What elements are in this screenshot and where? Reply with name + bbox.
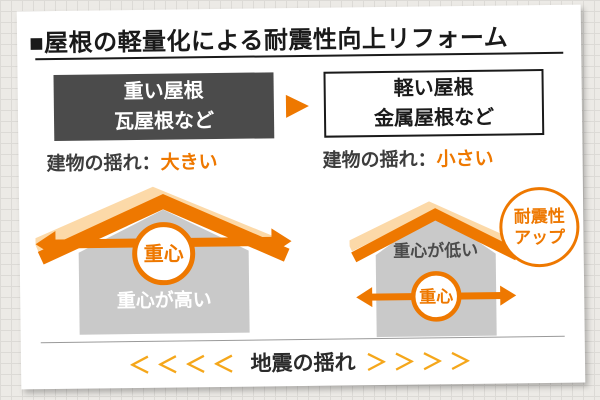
heavy-house-illustration: 重心 重心が高い: [34, 186, 292, 335]
light-shake-value: 小さい: [436, 148, 494, 171]
light-gravity-note: 重心が低い: [393, 240, 478, 261]
light-roof-shadow-shape: [349, 201, 514, 252]
heavy-gravity-circle: [132, 222, 196, 286]
page-title: ■屋根の軽量化による耐震性向上リフォーム: [28, 24, 509, 58]
heavy-shake-text: 建物の揺れ：大きい: [46, 147, 217, 176]
light-house-illustration: 重心が低い 重心: [349, 201, 521, 338]
light-roof-line2: 金属屋根など: [373, 106, 495, 131]
quake-resistance-up-badge: 耐震性 アップ: [498, 186, 580, 268]
right-chevrons: ＞＞＞＞: [365, 348, 478, 376]
light-shake-text: 建物の揺れ：小さい: [322, 144, 493, 173]
heavy-shake-value: 大きい: [160, 152, 218, 174]
light-gravity-label: 重心: [419, 286, 453, 306]
earthquake-shake-row: ＜＜＜＜ 地震の揺れ ＞＞＞＞: [21, 342, 585, 383]
badge-line2: アップ: [513, 227, 566, 248]
light-roof-line1: 軽い屋根: [393, 76, 474, 100]
light-roof-label-box: 軽い屋根 金属屋根など: [323, 69, 545, 138]
heavy-shake-label: 建物の揺れ：: [46, 152, 161, 176]
heavy-gravity-label: 重心: [144, 242, 184, 265]
light-gravity-circle: [410, 271, 462, 322]
infographic-card: ■屋根の軽量化による耐震性向上リフォーム 重い屋根 瓦屋根など ▶ 軽い屋根 金…: [16, 4, 586, 390]
heavy-roof-line1: 重い屋根: [123, 80, 204, 104]
earthquake-shake-label: 地震の揺れ: [250, 351, 356, 376]
badge-line1: 耐震性: [513, 206, 565, 227]
light-shake-label: 建物の揺れ：: [322, 149, 437, 172]
heavy-roof-label-box: 重い屋根 瓦屋根など: [53, 72, 275, 142]
light-roof-shape: [351, 208, 521, 263]
transition-arrow-icon: ▶: [285, 87, 310, 122]
heavy-roof-line2: 瓦屋根など: [113, 110, 215, 134]
heavy-gravity-note: 重心が高い: [117, 288, 212, 312]
left-chevrons: ＜＜＜＜: [128, 351, 241, 379]
